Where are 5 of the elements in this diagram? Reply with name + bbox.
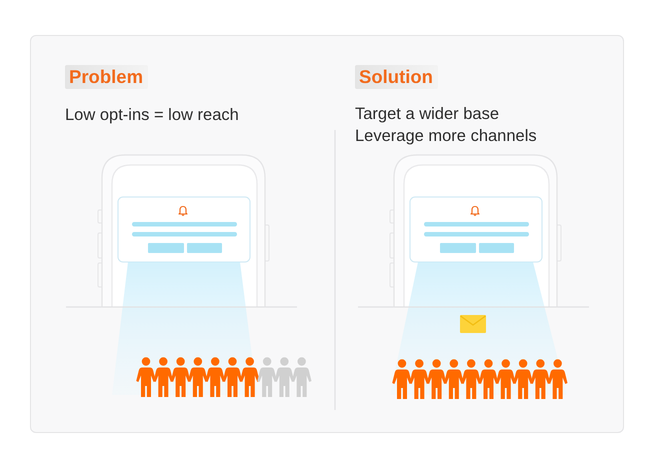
description-text: Target a wider base [355,104,499,124]
section-heading: Solution [355,65,438,89]
description-text: Low opt-ins = low reach [65,105,239,125]
section-heading: Problem [65,65,148,89]
description-text: Leverage more channels [355,126,537,146]
